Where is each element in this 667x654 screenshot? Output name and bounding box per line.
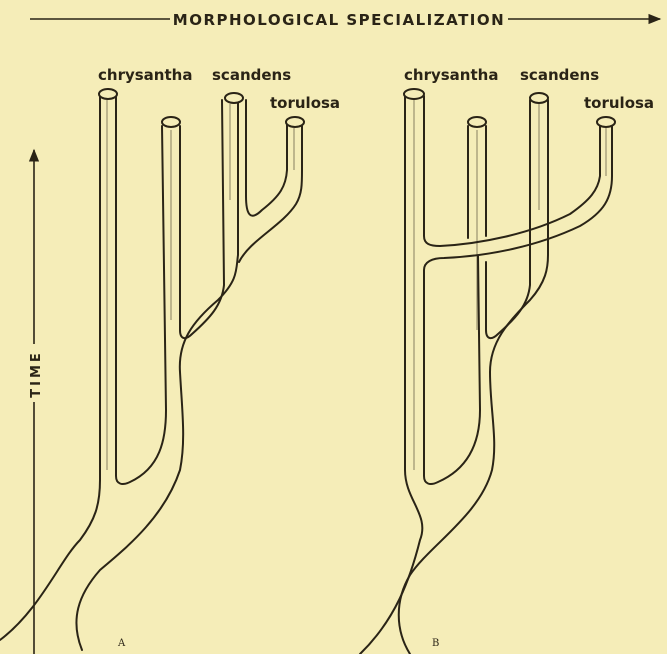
axis-left-label: TIME: [29, 350, 44, 398]
tree-a-cap-scandens: [225, 93, 243, 103]
tree-a-trunk-left: [0, 96, 100, 640]
tree-b-cap-scandens: [530, 93, 548, 103]
tree-b: [360, 89, 615, 654]
species-b-torulosa: torulosa: [584, 94, 654, 112]
tree-b-cap-middle: [468, 117, 486, 127]
tree-a-torulosa-right: [239, 124, 302, 262]
tree-a-middle-right: [180, 100, 224, 338]
tree-b-trunk-right: [399, 100, 548, 654]
species-b-chrysantha: chrysantha: [404, 66, 498, 84]
species-a-scandens: scandens: [212, 66, 291, 84]
panel-a-label: A: [117, 638, 126, 649]
tree-b-crossbar-top: [424, 96, 600, 246]
tree-b-middle-right-lower: [486, 100, 530, 338]
axis-top-label: MORPHOLOGICAL SPECIALIZATION: [173, 11, 505, 29]
tree-b-cap-torulosa: [597, 117, 615, 127]
tree-b-chrysantha-lower-right: [424, 256, 480, 484]
tree-a-chrysantha-right: [116, 96, 166, 484]
species-a-chrysantha: chrysantha: [98, 66, 192, 84]
tree-a-cap-middle: [162, 117, 180, 127]
tree-a: [0, 89, 304, 650]
tree-b-crossbar-bottom: [424, 124, 612, 300]
panel-b-label: B: [432, 638, 439, 649]
species-b-scandens: scandens: [520, 66, 599, 84]
species-a-torulosa: torulosa: [270, 94, 340, 112]
tree-a-scandens-right: [246, 100, 287, 216]
tree-b-cap-chrysantha: [404, 89, 424, 99]
tree-a-cap-chrysantha: [99, 89, 117, 99]
tree-a-cap-torulosa: [286, 117, 304, 127]
